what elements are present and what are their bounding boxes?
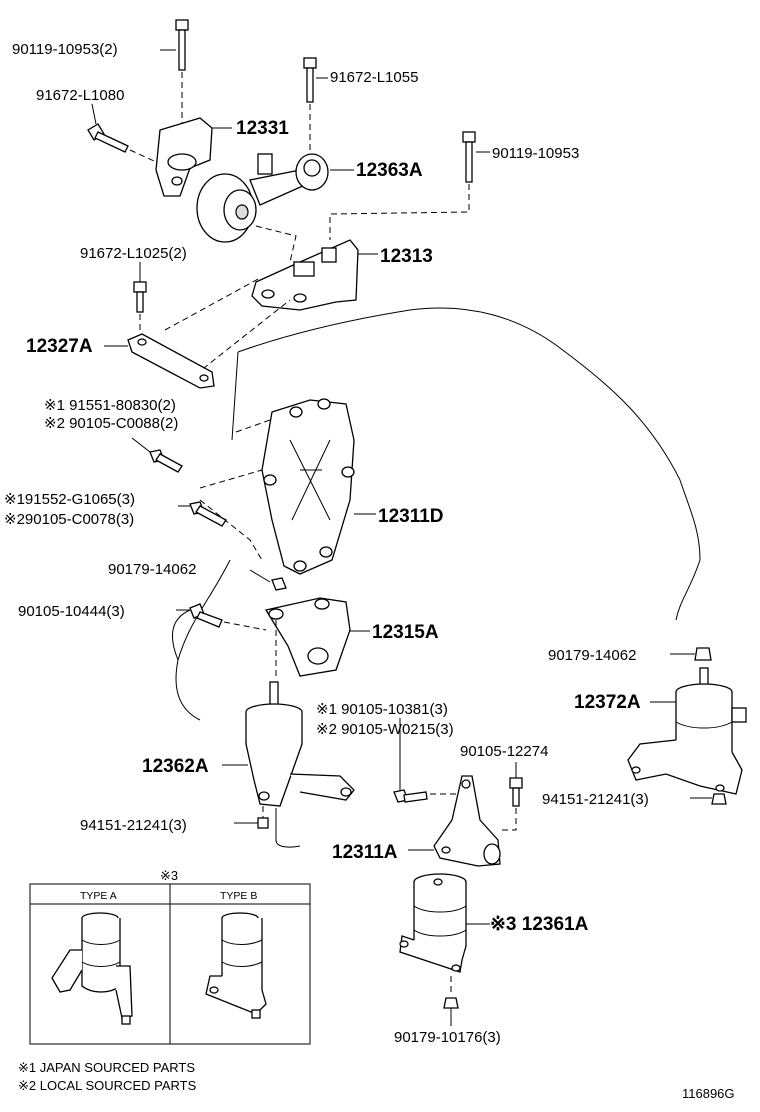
label-12372A: 12372A xyxy=(574,692,641,713)
mount-12363A xyxy=(196,153,354,243)
bolt-91551-80830 xyxy=(131,437,183,473)
label-90179-10176-3: 90179-10176(3) xyxy=(394,1029,501,1046)
label-12311D: 12311D xyxy=(378,506,444,527)
engine-outline-left xyxy=(171,351,239,721)
legend-type-a: TYPE A xyxy=(80,890,117,902)
type-b-mount xyxy=(205,912,267,1019)
bracket-12311D xyxy=(199,398,376,575)
mount-12372A xyxy=(627,647,747,805)
note-japan-sourced: ※1 JAPAN SOURCED PARTS xyxy=(18,1060,195,1075)
bracket-12331 xyxy=(155,117,232,197)
label-94151-21241-3-a: 94151-21241(3) xyxy=(542,791,649,808)
bracket-12313 xyxy=(251,239,378,311)
label-94151-21241-3-b: 94151-21241(3) xyxy=(80,817,187,834)
bolt-91552-G1065 xyxy=(178,501,227,527)
label-90119-10953: 90119-10953 xyxy=(492,145,579,162)
label-90105-W0215-3: ※2 90105-W0215(3) xyxy=(316,721,454,738)
mount-12361A xyxy=(399,873,490,1026)
label-12315A: 12315A xyxy=(372,622,439,643)
type-legend-box xyxy=(29,883,311,1045)
figure-id: 116896G xyxy=(682,1086,735,1101)
label-12361A: ※3 12361A xyxy=(490,914,589,935)
engine-outline xyxy=(237,307,701,621)
link-12327A xyxy=(104,333,215,389)
label-90179-14062-b: 90179-14062 xyxy=(548,647,636,664)
bolt-90119-10953-2 xyxy=(175,19,189,140)
label-90105-10381-3: ※1 90105-10381(3) xyxy=(316,701,448,718)
legend-box-title: ※3 xyxy=(160,868,178,883)
label-91672-L1080: 91672-L1080 xyxy=(36,87,124,104)
label-12363A: 12363A xyxy=(356,160,423,181)
note-local-sourced: ※2 LOCAL SOURCED PARTS xyxy=(18,1078,197,1093)
label-90105-C0088-2: ※2 90105-C0088(2) xyxy=(44,415,178,432)
bolt-91672-L1055 xyxy=(303,57,317,150)
label-90105-10444-3: 90105-10444(3) xyxy=(18,603,125,620)
mount-12362A xyxy=(222,681,355,848)
label-12331: 12331 xyxy=(236,118,289,139)
bolt-90119-10953 xyxy=(329,131,476,240)
bolt-90105-12274 xyxy=(498,762,523,831)
label-91552-G1065-3: ※191552-G1065(3) xyxy=(4,491,135,508)
bolt-90105-10381-3 xyxy=(393,718,460,803)
label-90105-12274: 90105-12274 xyxy=(460,743,548,760)
label-12313: 12313 xyxy=(380,246,433,267)
bracket-12311A xyxy=(408,775,501,867)
guide-12363A-12313 xyxy=(255,225,297,263)
label-91672-L1055: 91672-L1055 xyxy=(330,69,418,86)
label-90119-10953-2: 90119-10953(2) xyxy=(12,41,118,58)
label-12327A: 12327A xyxy=(26,336,93,357)
label-12362A: 12362A xyxy=(142,756,209,777)
type-a-mount xyxy=(51,912,133,1025)
label-90179-14062-a: 90179-14062 xyxy=(108,561,196,578)
bolt-90105-10444-3 xyxy=(176,603,267,631)
label-12311A: 12311A xyxy=(332,842,398,863)
label-91551-80830-2: ※1 91551-80830(2) xyxy=(44,397,176,414)
label-90105-C0078-3: ※290105-C0078(3) xyxy=(4,511,134,528)
bolt-91672-L1080 xyxy=(87,123,166,167)
bracket-12315A xyxy=(249,569,370,677)
label-91672-L1025-2: 91672-L1025(2) xyxy=(80,245,187,262)
legend-type-b: TYPE B xyxy=(220,890,257,902)
